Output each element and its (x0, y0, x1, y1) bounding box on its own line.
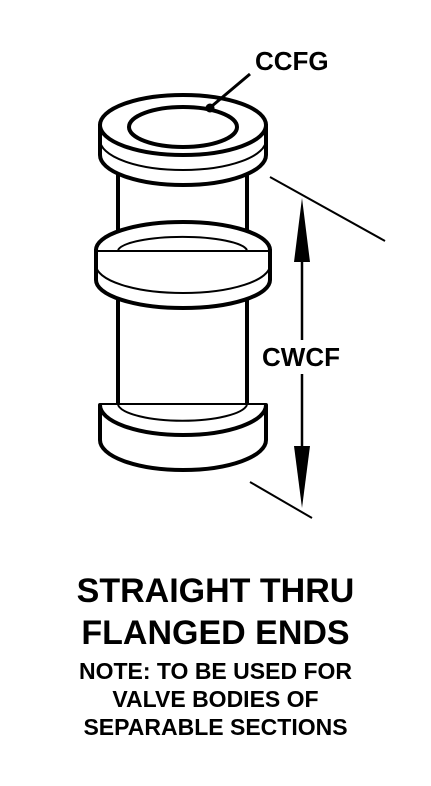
cwcf-dimension-arrow (294, 198, 310, 508)
bottom-flange (98, 403, 268, 472)
ccfg-label: CCFG (255, 46, 329, 76)
caption-title-line1: STRAIGHT THRU (76, 572, 355, 610)
middle-flange (94, 220, 272, 310)
extension-line-top (269, 176, 386, 242)
flange-opening (127, 105, 239, 149)
caption-note-line1: NOTE: TO BE USED FOR (78, 658, 353, 684)
caption-title-line2: FLANGED ENDS (81, 614, 350, 652)
extension-line-bottom (249, 481, 313, 519)
caption-note-line3: SEPARABLE SECTIONS (83, 714, 348, 740)
ccfg-leader (205, 72, 251, 113)
cwcf-label: CWCF (262, 342, 340, 372)
top-flange (98, 93, 268, 187)
caption-note-line2: VALVE BODIES OF (112, 686, 319, 712)
